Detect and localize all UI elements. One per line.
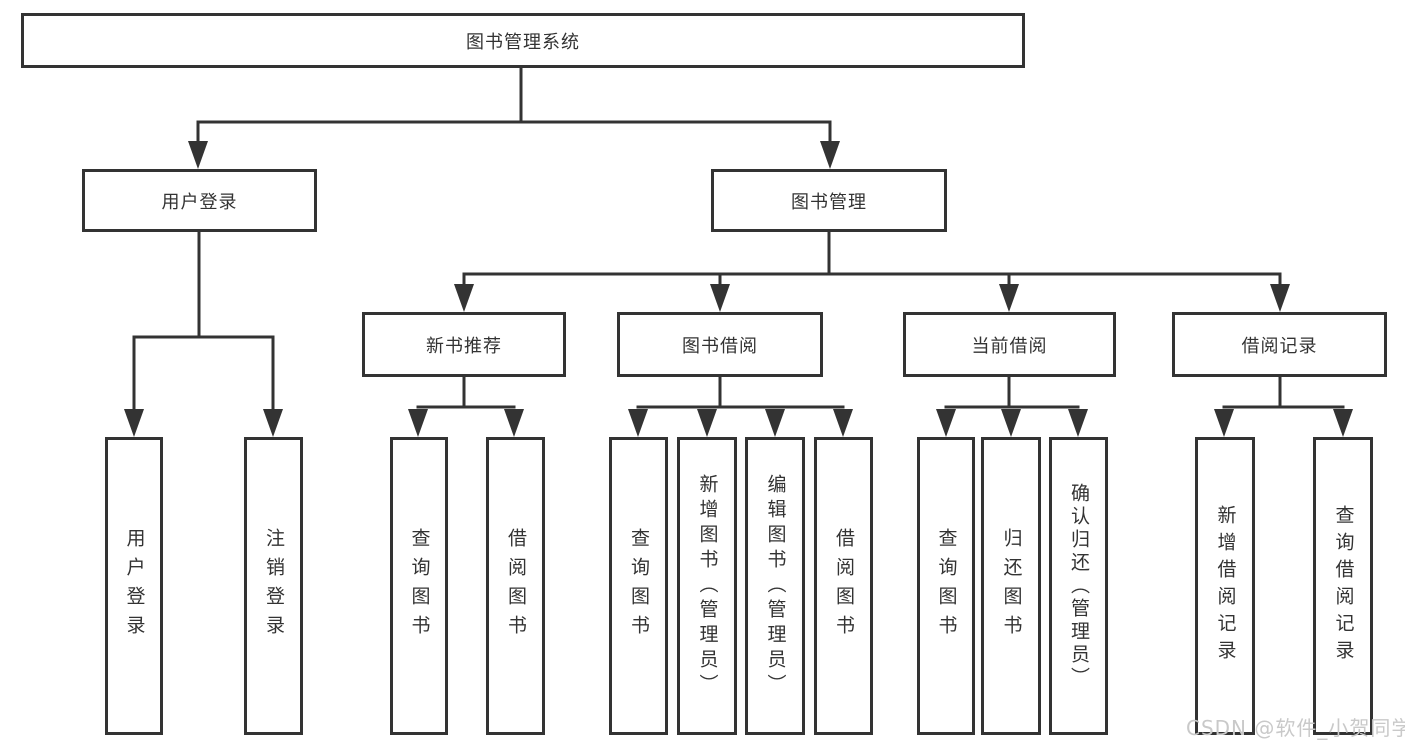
leaf-query-books-borrow: 查询图书 <box>609 437 668 735</box>
leaf-logout: 注销登录 <box>244 437 303 735</box>
leaf-query-borrow-record: 查询借阅记录 <box>1313 437 1373 735</box>
csdn-watermark: CSDN @软件_小贺同学 <box>1186 716 1405 740</box>
node-new-book-recommend: 新书推荐 <box>362 312 566 377</box>
node-borrow-records: 借阅记录 <box>1172 312 1387 377</box>
node-user-login: 用户登录 <box>82 169 317 232</box>
leaf-edit-books-admin: 编辑图书（管理员） <box>745 437 805 735</box>
leaf-borrow-books-recommend: 借阅图书 <box>486 437 545 735</box>
leaf-add-books-admin: 新增图书（管理员） <box>677 437 737 735</box>
leaf-confirm-return-admin: 确认归还（管理员） <box>1049 437 1108 735</box>
leaf-query-books-recommend: 查询图书 <box>390 437 448 735</box>
node-book-borrow: 图书借阅 <box>617 312 823 377</box>
leaf-query-books-current: 查询图书 <box>917 437 975 735</box>
leaf-add-borrow-record: 新增借阅记录 <box>1195 437 1255 735</box>
leaf-user-login: 用户登录 <box>105 437 163 735</box>
node-book-management: 图书管理 <box>711 169 947 232</box>
node-current-borrow: 当前借阅 <box>903 312 1116 377</box>
leaf-return-books: 归还图书 <box>981 437 1041 735</box>
node-root: 图书管理系统 <box>21 13 1025 68</box>
leaf-borrow-books-borrow: 借阅图书 <box>814 437 873 735</box>
